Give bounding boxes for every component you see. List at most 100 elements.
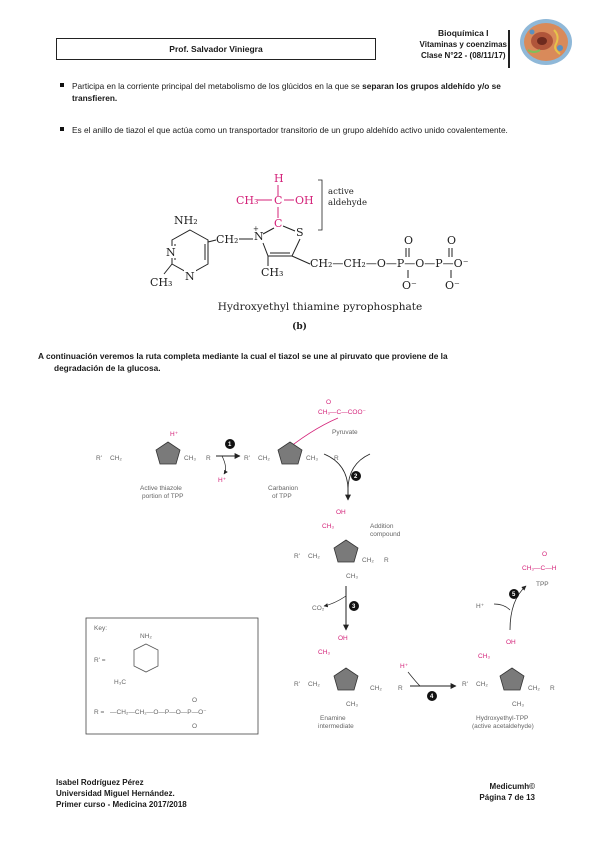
key-nh2: NH₂ xyxy=(140,633,152,640)
thiazole-ring-enamine xyxy=(333,667,359,691)
ch2-left: CH₂ xyxy=(110,455,122,462)
step-1-marker: 1 xyxy=(225,439,235,449)
active-thiazole-label-2: portion of TPP xyxy=(142,493,183,500)
label-aldehyde: aldehyde xyxy=(328,198,367,208)
ch3-left: CH₃ xyxy=(184,455,196,462)
intro-paragraph: A continuación veremos la ruta completa … xyxy=(38,350,538,374)
brand-name: Medicumh© xyxy=(489,782,535,791)
hydroxyethyl-label-2: (active acetaldehyde) xyxy=(472,723,534,730)
acetaldehyde-oxygen: O xyxy=(542,551,547,558)
atom-o-bot1: O⁻ xyxy=(402,279,417,292)
ch2-hydroxyethyl-right: CH₂ xyxy=(528,685,540,692)
r-prime-addition: R' xyxy=(294,553,300,560)
ch2-enamine: CH₂ xyxy=(308,681,320,688)
svg-text:5: 5 xyxy=(512,592,516,598)
ch3-hydroxyethyl: CH₃ xyxy=(478,653,490,660)
thiazole-ring-active xyxy=(155,441,181,465)
professor-box: Prof. Salvador Viniegra xyxy=(56,38,376,60)
phosphate-chain: CH₂—CH₂—O—P—O—P—O⁻ xyxy=(310,257,469,270)
ch3-addition-ring: CH₃ xyxy=(346,573,358,580)
page-indicator: Página 7 de 13 xyxy=(479,792,535,803)
key-chain: —CH₂—CH₂—O—P—O—P—O⁻ xyxy=(110,709,207,716)
h-plus-released: H⁺ xyxy=(218,477,227,484)
page-mid: de xyxy=(512,793,527,802)
atom-ch2-link: CH₂ xyxy=(216,233,238,246)
addition-label-2: compound xyxy=(370,531,401,538)
key-h3c: H₃C xyxy=(114,679,126,686)
h-plus-left: H⁺ xyxy=(170,431,179,438)
bullet-item: Participa en la corriente principal del … xyxy=(60,80,530,104)
ch2-carbanion: CH₂ xyxy=(258,455,270,462)
figure-b-title: Hydroxyethyl thiamine pyrophosphate xyxy=(218,301,422,313)
step-3-marker: 3 xyxy=(349,601,359,611)
ch3-addition: CH₃ xyxy=(322,523,334,530)
atom-c-top: C xyxy=(274,194,282,207)
r-carbanion: R xyxy=(334,455,339,462)
atom-oh: OH xyxy=(295,194,314,207)
r-left: R xyxy=(206,455,211,462)
ch3-enamine: CH₃ xyxy=(318,649,330,656)
author-name: Isabel Rodríguez Pérez xyxy=(56,778,144,787)
atom-n2: N xyxy=(185,270,195,283)
r-prime-left: R' xyxy=(96,455,102,462)
svg-text:3: 3 xyxy=(352,604,356,610)
atom-nh2: NH₂ xyxy=(174,214,198,227)
pyruvate-decarboxylation-pathway: .lbl { font-size: 6.5px; fill: #666; } .… xyxy=(85,399,557,735)
hydroxyethyl-tpp-structure: H CH₃ C OH active aldehyde C N + S CH₃ C… xyxy=(150,172,469,313)
step-2-marker: 2 xyxy=(351,471,361,481)
page-number: 7 xyxy=(507,793,513,802)
r-prime-hydroxyethyl: R' xyxy=(462,681,468,688)
key-box xyxy=(85,617,259,735)
thiazole-ring-carbanion xyxy=(277,441,303,465)
bullet-text-plain: Participa en la corriente principal del … xyxy=(72,81,363,91)
atom-h: H xyxy=(274,172,284,185)
svg-text:4: 4 xyxy=(430,694,434,700)
header-info: Bioquímica I Vitaminas y coenzimas Clase… xyxy=(420,28,507,61)
thiazole-ring-hydroxyethyl xyxy=(499,667,525,691)
key-r-prime: R' = xyxy=(94,657,106,664)
atom-n1: N xyxy=(166,246,176,259)
atom-ch3-ring: CH₃ xyxy=(150,276,172,289)
pyruvate-oxygen: O xyxy=(326,399,331,406)
step-4-marker: 4 xyxy=(427,691,437,701)
atom-o-top1: O xyxy=(404,234,413,247)
enamine-label: Enamine xyxy=(320,715,346,722)
atom-o-bot2: O⁻ xyxy=(445,279,460,292)
oh-addition: OH xyxy=(336,509,346,516)
co2-label: CO₂ xyxy=(312,605,325,612)
cell-illustration-icon xyxy=(520,19,572,65)
oh-enamine: OH xyxy=(338,635,348,642)
label-active: active xyxy=(328,187,354,197)
pyruvate-formula: CH₃—C—COO⁻ xyxy=(318,409,367,416)
atom-s: S xyxy=(296,226,304,239)
key-o-top: O xyxy=(192,697,197,704)
atom-ch3-thiazole: CH₃ xyxy=(261,266,283,279)
pyruvate-label: Pyruvate xyxy=(332,429,358,436)
thiazole-ring-addition xyxy=(333,539,359,563)
ch2-addition: CH₂ xyxy=(308,553,320,560)
footer-right: Medicumh© Página 7 de 13 xyxy=(479,781,535,803)
paragraph-line-2: degradación de la glucosa. xyxy=(54,363,161,373)
course-info: Primer curso - Medicina 2017/2018 xyxy=(56,800,187,809)
svg-text:2: 2 xyxy=(354,474,358,480)
bullet-text-strong: separan los grupos aldehído y/o se trans… xyxy=(72,81,501,103)
ch2-addition-right: CH₂ xyxy=(362,557,374,564)
atom-c2: C xyxy=(274,217,282,230)
ch2-enamine-right: CH₂ xyxy=(370,685,382,692)
professor-name: Prof. Salvador Viniegra xyxy=(169,44,263,54)
subject-title: Bioquímica I xyxy=(438,28,489,38)
addition-label: Addition xyxy=(370,523,394,530)
header-divider xyxy=(508,30,510,68)
key-o-bottom: O xyxy=(192,723,197,730)
bullet-marker xyxy=(60,127,64,131)
active-thiazole-label: Active thiazole xyxy=(140,485,182,492)
figure-panel-label: (b) xyxy=(292,322,307,332)
ch3-enamine-ring: CH₃ xyxy=(346,701,358,708)
h-plus-step4: H⁺ xyxy=(400,663,409,670)
r-prime-enamine: R' xyxy=(294,681,300,688)
oh-hydroxyethyl: OH xyxy=(506,639,516,646)
bullet-text: Es el anillo de tiazol el que actúa como… xyxy=(72,125,508,135)
atom-o-top2: O xyxy=(447,234,456,247)
r-prime-carbanion: R' xyxy=(244,455,250,462)
enamine-label-2: intermediate xyxy=(318,723,354,730)
